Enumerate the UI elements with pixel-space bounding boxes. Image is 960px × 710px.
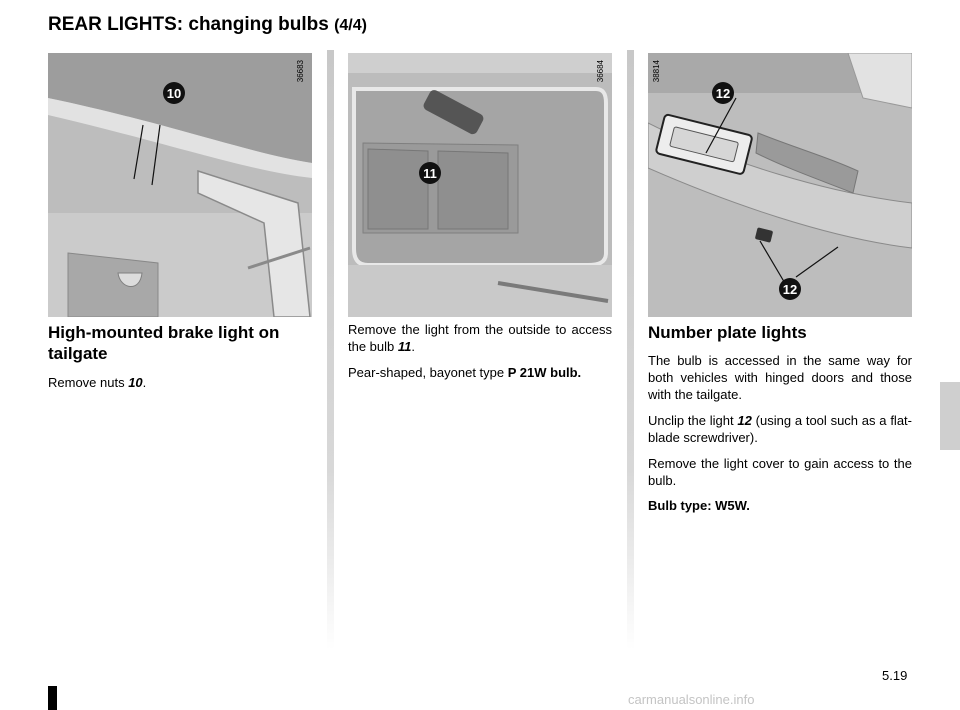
column-1-text: High-mounted brake light on tailgate Rem… [48, 322, 312, 400]
callout-badge [779, 278, 801, 300]
figure-code-2: 36684 [596, 60, 605, 83]
callout-label-bottom: 12 [783, 282, 797, 297]
bulb-type-value: Bulb type: W5W. [648, 498, 750, 514]
instruction-unclip-light: Unclip the light 12 (using a tool such a… [648, 413, 912, 447]
bulb-type-info: Pear-shaped, bayonet type P 21W bulb. [348, 365, 612, 382]
instruction-text-end: . [411, 338, 415, 354]
callout-badge [163, 82, 185, 104]
column-divider-right [627, 50, 634, 650]
instruction-text-end: . [142, 374, 147, 390]
instruction-remove-nuts: Remove nuts 10. [48, 375, 312, 392]
figure-1-illustration: 10 [48, 53, 312, 317]
bulb-type-text: Pear-shaped, bayonet type [348, 364, 508, 380]
page-number: 5.19 [882, 668, 908, 683]
column-divider-left [327, 50, 334, 650]
corner-mark [48, 686, 57, 710]
section-heading-brake-light: High-mounted brake light on tailgate [48, 323, 280, 364]
page-title: REAR LIGHTS: changing bulbs (4/4) [48, 14, 367, 36]
instruction-text-end: (using a tool such as a flat-blade screw… [648, 412, 912, 445]
callout-label: 10 [167, 86, 181, 101]
callout-label: 11 [423, 166, 437, 181]
callout-label-top: 12 [716, 86, 730, 101]
ref-number: 11 [397, 338, 412, 354]
figure-bulb-access: 11 [348, 53, 612, 317]
title-part-indicator: (4/4) [334, 17, 367, 34]
title-text: REAR LIGHTS: changing bulbs [48, 14, 329, 35]
section-heading-number-plate: Number plate lights [648, 323, 807, 342]
ref-number: 10 [128, 374, 143, 390]
figure-2-illustration: 11 [348, 53, 612, 317]
callout-badge [419, 162, 441, 184]
column-2-text: Remove the light from the outside to acc… [348, 322, 612, 391]
bulb-type-info: Bulb type: W5W. [648, 498, 912, 515]
instruction-text: Remove the light from the outside to acc… [348, 322, 612, 354]
bulb-access-info: The bulb is accessed in the same way for… [648, 353, 912, 403]
bulb-type-value: P 21W bulb. [507, 364, 582, 380]
instruction-text: Remove nuts [48, 374, 129, 390]
figure-code-1: 36683 [296, 60, 305, 83]
instruction-remove-cover: Remove the light cover to gain access to… [648, 455, 912, 488]
figure-code-3: 38814 [652, 60, 661, 83]
column-3-text: Number plate lights The bulb is accessed… [648, 322, 912, 524]
callout-badge [712, 82, 734, 104]
watermark: carmanualsonline.info [628, 692, 755, 707]
figure-3-illustration: 12 12 [648, 53, 912, 317]
figure-number-plate-lights: 12 12 [648, 53, 912, 317]
figure-brake-light-tailgate: 10 [48, 53, 312, 317]
instruction-remove-light: Remove the light from the outside to acc… [348, 322, 612, 356]
section-side-tab [940, 382, 960, 450]
instruction-text: Unclip the light [648, 412, 738, 428]
ref-number: 12 [737, 412, 752, 428]
